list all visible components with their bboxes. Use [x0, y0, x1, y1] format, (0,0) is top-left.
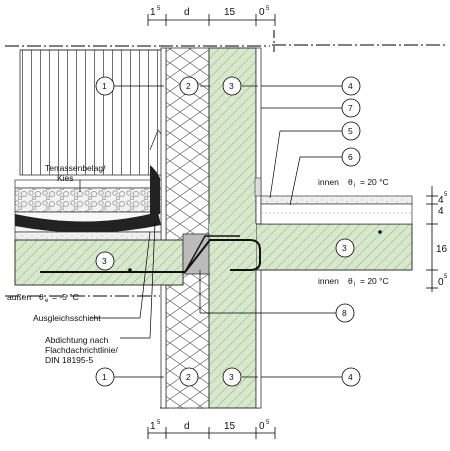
inner-top-value: = 20 °C [360, 177, 389, 187]
callout-4-bottom-text: 4 [348, 372, 353, 382]
dim-top-1-sup: 5 [157, 6, 161, 12]
dim-bottom-0-sup: 5 [266, 420, 270, 426]
outer-value: = -5 °C [52, 292, 79, 302]
dim-bottom-d: d [184, 421, 190, 432]
callout-3-right-text: 3 [342, 243, 347, 253]
inner-bottom-sub: i [354, 282, 355, 288]
callout-3-bottom [222, 367, 242, 387]
text-labels: Terrassenbelag/ Kies innen θ i = 20 °C i… [7, 163, 389, 365]
bottom-dimension: 1 5 d 15 0 5 [147, 420, 276, 439]
abdichtung-line-3: DIN 18195-5 [45, 355, 93, 365]
interior-slab [255, 223, 413, 271]
inner-bottom-theta: θ [348, 276, 353, 286]
thermal-insulation [165, 47, 210, 409]
right-dimension: 4 4 5 16 0 5 [426, 186, 448, 292]
callout-3-bottom-text: 3 [229, 372, 234, 382]
dim-right-4b: 4 [438, 195, 444, 206]
callout-5-text: 5 [348, 126, 353, 136]
abdichtung-line-1: Abdichtung nach [45, 335, 109, 345]
callout-4-bottom [341, 367, 361, 387]
inner-top-theta: θ [348, 177, 353, 187]
terrace-label-2: Kies [57, 173, 74, 183]
callout-7-text: 7 [348, 103, 353, 113]
callout-2-bottom-text: 2 [186, 372, 191, 382]
callouts: 1 2 3 4 7 5 6 3 3 8 1 2 3 4 [95, 76, 361, 387]
dim-bottom-1: 1 [150, 421, 156, 432]
callout-2-top [179, 76, 199, 96]
callout-2-bottom [179, 367, 199, 387]
interior-floor [254, 177, 413, 225]
callout-3-right [335, 238, 355, 258]
dim-bottom-15: 15 [224, 421, 236, 432]
callout-3-left [95, 251, 115, 271]
dim-top-d: d [184, 7, 190, 18]
callout-8-text: 8 [342, 308, 347, 318]
outer-theta: θ [39, 292, 44, 302]
dim-top-15: 15 [224, 7, 236, 18]
dim-right-5: 5 [444, 192, 448, 198]
thermal-break-element [40, 230, 382, 275]
callout-6 [341, 147, 361, 167]
callout-3-top-text: 3 [229, 81, 234, 91]
top-dimension: 1 5 d 15 0 5 [147, 6, 276, 26]
dim-right-0-sup: 5 [444, 274, 448, 280]
callout-1-top-text: 1 [102, 81, 107, 91]
inner-bottom-word: innen [318, 276, 339, 286]
callout-2-top-text: 2 [186, 81, 191, 91]
callout-3-top [222, 76, 242, 96]
dim-top-1: 1 [150, 7, 156, 18]
ausgleich-label: Ausgleichsschicht [33, 313, 101, 323]
leader-lines [79, 85, 342, 378]
dim-bottom-1-sup: 5 [157, 420, 161, 426]
callout-3-left-text: 3 [102, 256, 107, 266]
dim-top-0-sup: 5 [266, 6, 270, 12]
callout-5 [341, 121, 361, 141]
callout-4-top [341, 76, 361, 96]
outer-sub: e [45, 298, 49, 304]
inner-top-word: innen [318, 177, 339, 187]
callout-8 [335, 303, 355, 323]
dim-top-0: 0 [259, 7, 265, 18]
dim-right-0: 0 [438, 277, 444, 288]
dim-right-16: 16 [436, 244, 448, 255]
inner-top-sub: i [354, 183, 355, 189]
callout-1-bottom-text: 1 [102, 372, 107, 382]
terrace-buildup [14, 165, 162, 241]
callout-7 [341, 98, 361, 118]
callout-4-top-text: 4 [348, 81, 353, 91]
exterior-render [160, 47, 167, 409]
callout-1-bottom [95, 367, 115, 387]
callout-6-text: 6 [348, 152, 353, 162]
dim-bottom-0: 0 [259, 421, 265, 432]
terrace-label-1: Terrassenbelag/ [45, 163, 106, 173]
outer-word: außen [7, 292, 31, 302]
dim-right-4: 4 [438, 206, 444, 217]
inner-bottom-value: = 20 °C [360, 276, 389, 286]
terrace-railing [19, 49, 167, 176]
callout-1-top [95, 76, 115, 96]
abdichtung-line-2: Flachdachrichtlinie/ [45, 345, 118, 355]
